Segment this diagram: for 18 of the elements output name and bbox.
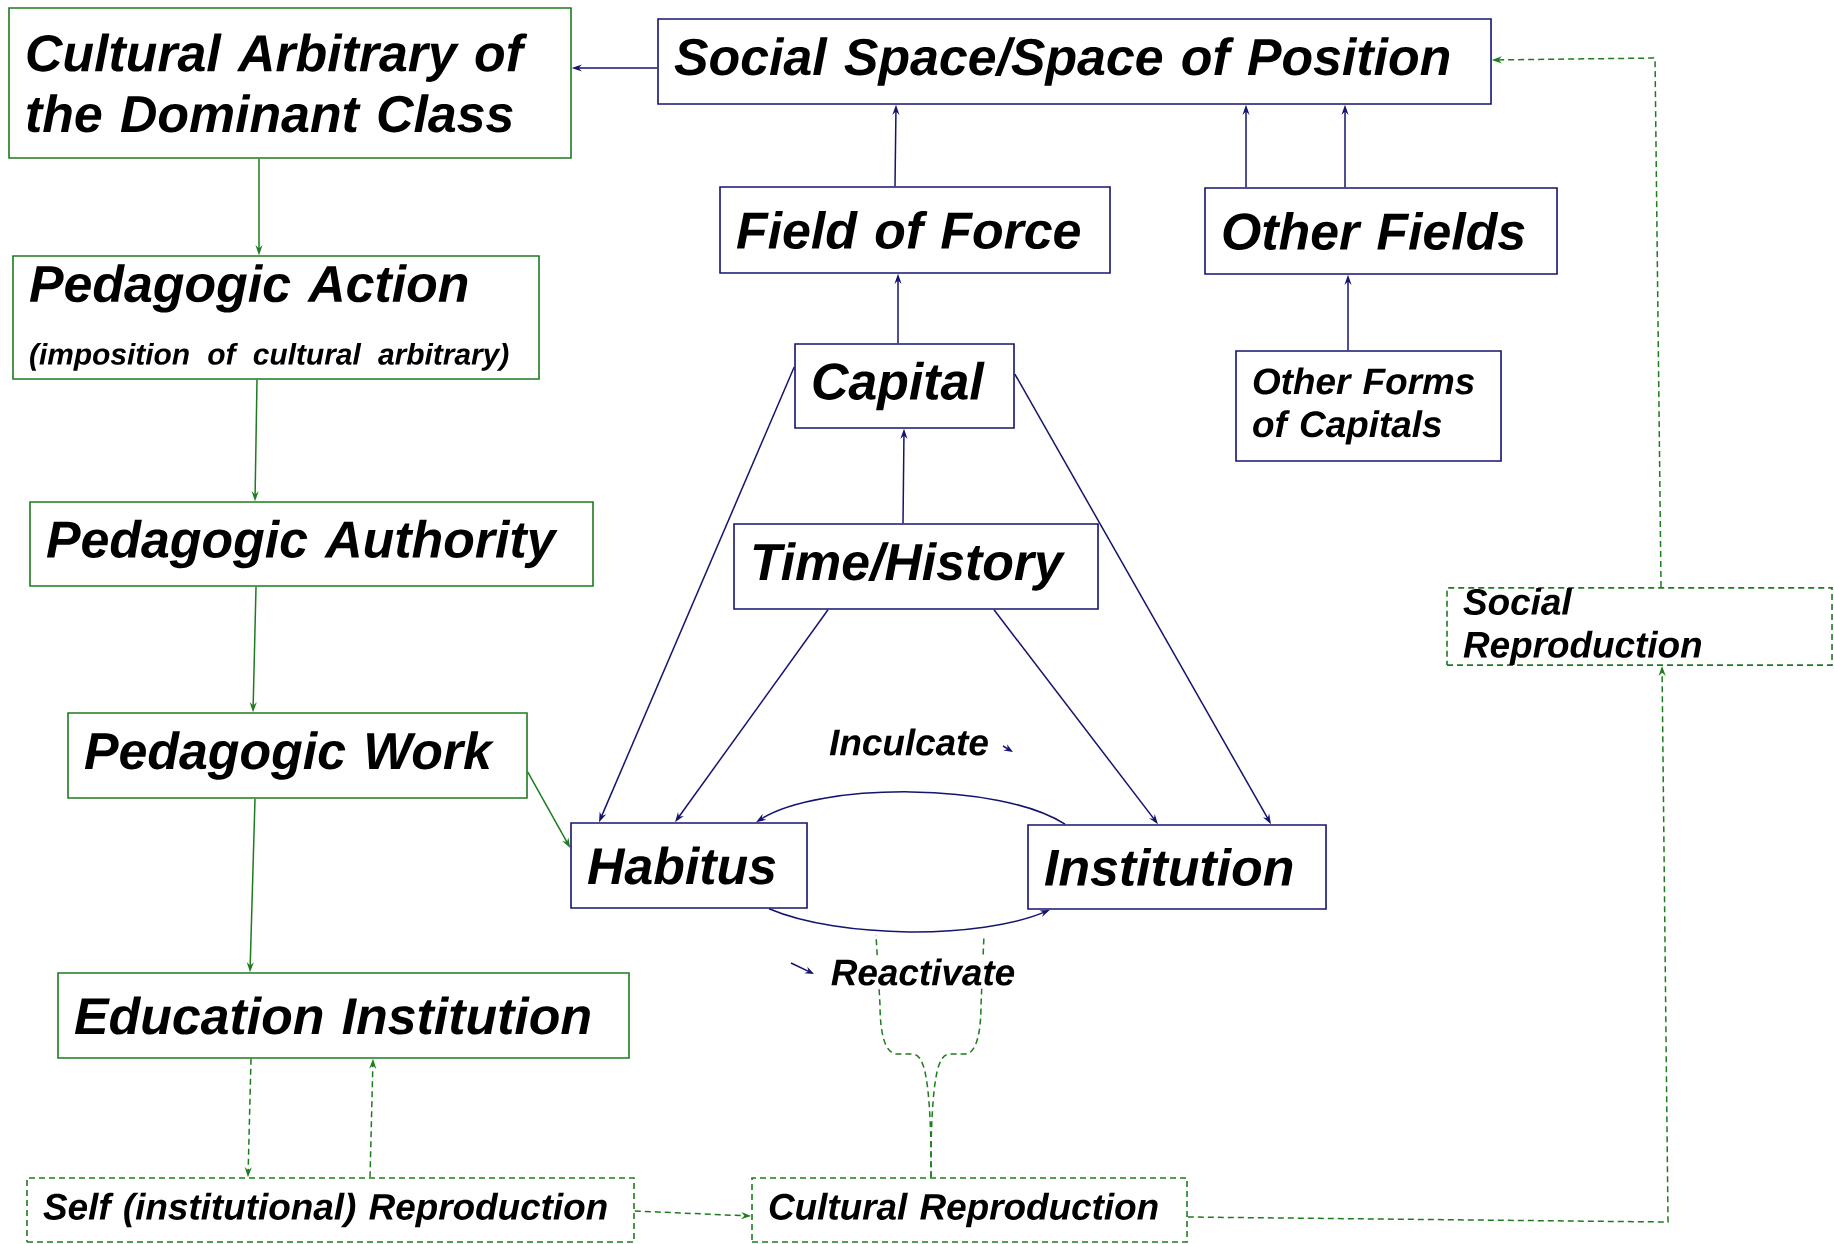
box: Social Space/Space of Position: [657, 18, 1492, 105]
dashed-box: Cultural Reproduction: [751, 1177, 1188, 1243]
box: Other Fields: [1204, 187, 1558, 275]
box: Pedagogic Action (imposition of cultural arbitrary): [12, 255, 540, 380]
box: Other Forms of Capitals: [1235, 350, 1502, 462]
dashed-box: Self (institutional) Reproduction: [26, 1177, 635, 1243]
box: Pedagogic Work: [67, 712, 528, 799]
box: Pedagogic Authority: [29, 501, 594, 587]
box: Capital: [794, 343, 1015, 429]
box: Habitus: [570, 822, 808, 909]
edge-label: Inculcate: [826, 725, 992, 759]
dashed-box: Social Reproduction: [1446, 587, 1833, 666]
box: Field of Force: [719, 186, 1111, 274]
edge-label: Reactivate: [827, 955, 1019, 989]
box: Institution: [1027, 824, 1327, 910]
box: Cultural Arbitrary of the Dominant Class: [8, 7, 572, 159]
box: Education Institution: [57, 972, 630, 1059]
box: Time/History: [733, 523, 1099, 610]
